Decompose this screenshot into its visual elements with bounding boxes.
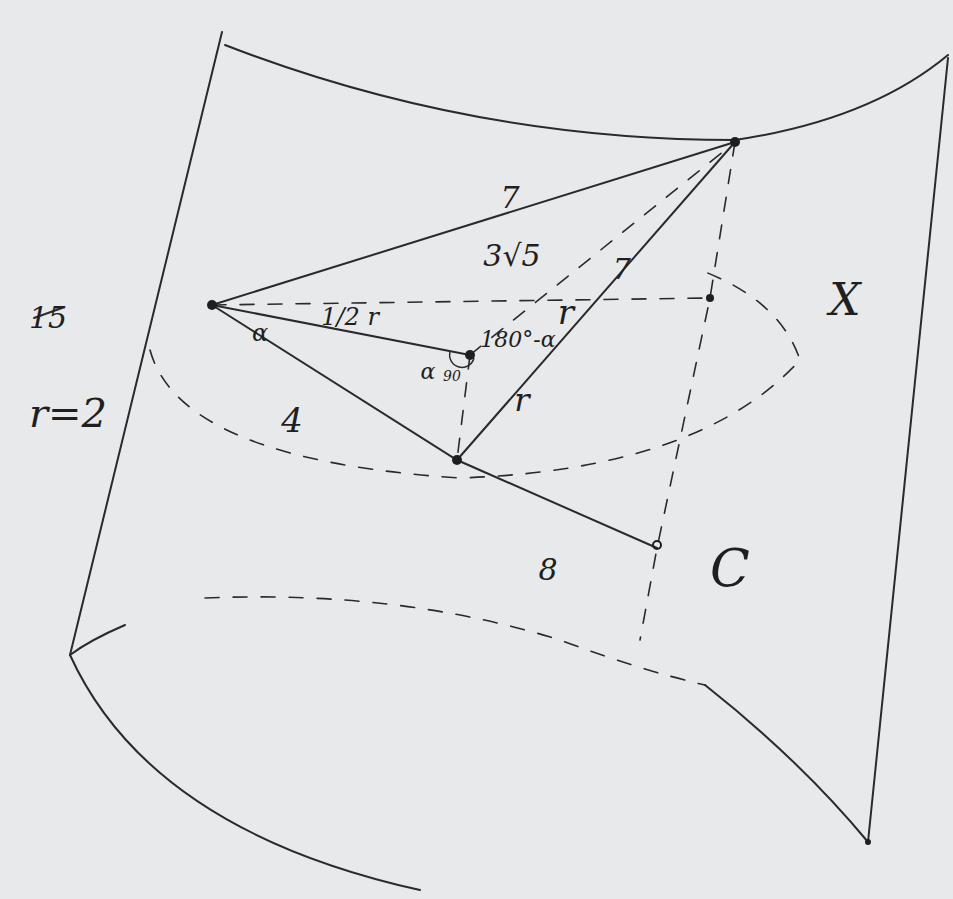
point <box>653 541 661 549</box>
bottom-rim <box>705 685 868 842</box>
sketch-label: 15 <box>29 303 67 333</box>
sketch-label: 90 <box>443 369 461 383</box>
sketch-label: 4 <box>281 403 303 437</box>
sketch-label: 180°-α <box>480 329 555 351</box>
bottom-rim <box>70 655 420 890</box>
sketch-label: X <box>829 278 860 322</box>
point <box>865 839 871 845</box>
top-rim <box>225 45 948 140</box>
sketch-label: α <box>421 361 436 383</box>
middle-section <box>150 270 800 478</box>
point <box>207 300 217 310</box>
sketch-label: r=2 <box>29 393 107 433</box>
point <box>706 294 714 302</box>
point <box>452 455 462 465</box>
dashed-rim <box>205 597 705 685</box>
cylinder-side <box>70 32 222 655</box>
dashed-segment <box>212 298 710 305</box>
sketch-label: 1/2 r <box>321 305 379 329</box>
sketch-label: r <box>514 384 529 416</box>
sketch-label: C <box>710 542 750 594</box>
sketch-label: α <box>252 321 268 345</box>
bottom-rim <box>70 625 125 655</box>
segment <box>212 305 657 548</box>
cylinder-side <box>868 58 948 842</box>
sketch-label: 7 <box>613 256 631 284</box>
sketch-label: 7 <box>500 183 519 213</box>
segment <box>212 142 735 305</box>
point <box>730 137 740 147</box>
sketch-label: 3√5 <box>483 241 540 271</box>
angle-arc <box>450 352 474 367</box>
sketch-label: 8 <box>538 555 557 585</box>
dashed-segment <box>470 142 735 355</box>
sketch-label: r <box>558 295 574 329</box>
